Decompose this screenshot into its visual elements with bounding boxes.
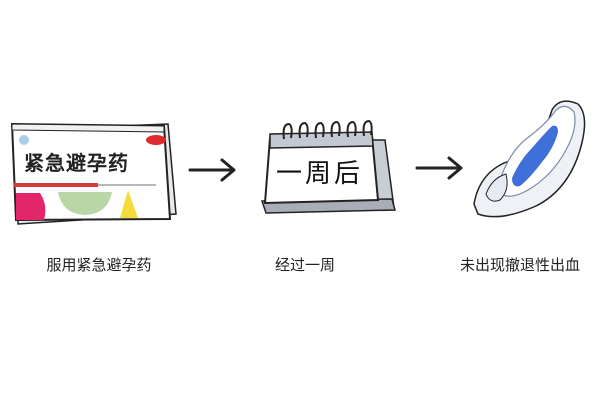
- caption-no-bleeding: 未出现撤退性出血: [459, 256, 580, 274]
- calendar-label: 一周后: [276, 159, 364, 189]
- caption-one-week: 经过一周: [274, 256, 335, 274]
- caption-take-pill: 服用紧急避孕药: [46, 256, 152, 274]
- pill-box-label: 紧急避孕药: [24, 151, 129, 175]
